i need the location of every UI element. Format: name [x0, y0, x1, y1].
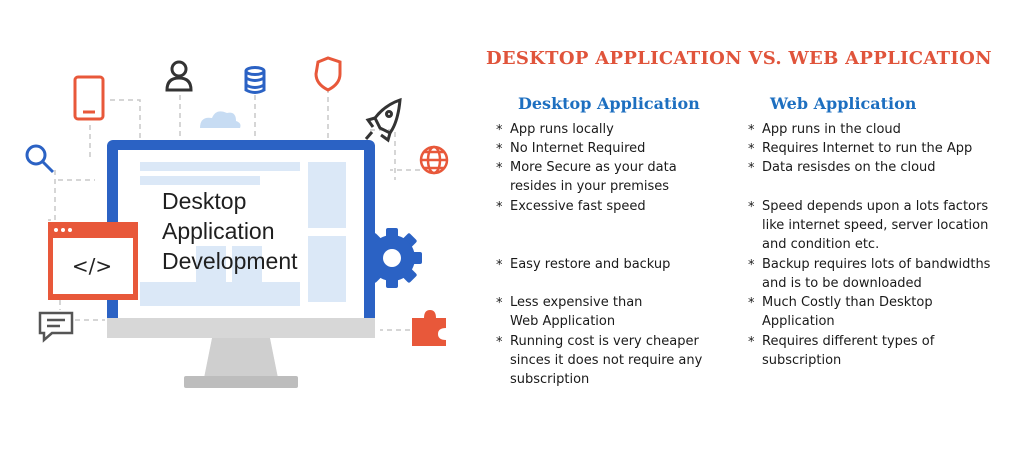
list-item-text: More Secure as your data resides in your…: [510, 160, 677, 194]
gear-icon: [362, 228, 422, 288]
bullet-icon: *: [748, 258, 755, 273]
list-item: * Running cost is very cheaper sinces it …: [496, 332, 711, 389]
globe-icon: [419, 145, 449, 175]
monitor-caption: Desktop Application Development: [162, 186, 362, 276]
list-item: * Less expensive than Web Application: [496, 293, 646, 331]
list-item-text: No Internet Required: [510, 141, 646, 156]
list-item-text: App runs locally: [510, 122, 614, 137]
bullet-icon: *: [748, 335, 755, 350]
list-item-text: App runs in the cloud: [762, 122, 901, 137]
illustration-graphic: </>: [25, 56, 449, 388]
bullet-icon: *: [748, 142, 755, 157]
web-column: Web Application * App runs in the cloud *…: [748, 94, 1018, 368]
list-item-text: Less expensive than Web Application: [510, 295, 643, 329]
list-item: * Speed depends upon a lots factors like …: [748, 197, 1010, 254]
bullet-icon: *: [496, 296, 503, 311]
phone-icon: [73, 75, 105, 121]
chat-icon: [38, 311, 74, 343]
connector-lines: [48, 88, 420, 331]
bullet-icon: *: [748, 200, 755, 215]
page-title: DESKTOP APPLICATION VS. WEB APPLICATION: [486, 48, 992, 69]
list-item: * Data resisdes on the cloud: [748, 158, 936, 177]
list-item: * More Secure as your data resides in you…: [496, 158, 696, 196]
bullet-icon: *: [496, 142, 503, 157]
list-item-text: Requires Internet to run the App: [762, 141, 973, 156]
code-window-icon: </>: [48, 222, 138, 300]
list-item-text: Excessive fast speed: [510, 199, 646, 214]
web-column-header: Web Application: [770, 94, 917, 113]
shield-icon: [314, 56, 342, 92]
desktop-column-header: Desktop Application: [518, 94, 700, 113]
list-item-text: Data resisdes on the cloud: [762, 160, 936, 175]
list-item-text: Requires different types of subscription: [762, 334, 935, 368]
list-item: * No Internet Required: [496, 139, 645, 158]
cloud-icon: [200, 111, 241, 128]
monitor-caption-line-3: Development: [162, 248, 298, 274]
bullet-icon: *: [748, 123, 755, 138]
rocket-icon: [364, 97, 402, 143]
search-icon: [25, 144, 55, 174]
monitor-caption-line-2: Application: [162, 218, 275, 244]
illustration: </> Desktop Application Development: [0, 0, 470, 450]
user-icon: [165, 60, 193, 92]
list-item-text: Running cost is very cheaper sinces it d…: [510, 334, 703, 387]
list-item: * Requires Internet to run the App: [748, 139, 972, 158]
bullet-icon: *: [496, 161, 503, 176]
list-item-text: Easy restore and backup: [510, 257, 671, 272]
bullet-icon: *: [496, 200, 503, 215]
list-item-text: Speed depends upon a lots factors like i…: [762, 199, 989, 252]
list-item: * App runs in the cloud: [748, 120, 901, 139]
bullet-icon: *: [496, 258, 503, 273]
puzzle-icon: [412, 310, 446, 346]
list-item: * Backup requires lots of bandwidths and …: [748, 255, 1010, 293]
bullet-icon: *: [496, 335, 503, 350]
database-icon: [244, 66, 266, 94]
list-item: * Easy restore and backup: [496, 255, 670, 274]
list-item: * Requires different types of subscriptio…: [748, 332, 948, 370]
list-item: * Excessive fast speed: [496, 197, 646, 216]
desktop-column: Desktop Application * App runs locally * N…: [496, 94, 736, 387]
monitor: [107, 140, 375, 388]
list-item: * Much Costly than Desktop Application: [748, 293, 948, 331]
bullet-icon: *: [748, 161, 755, 176]
code-window-text: </>: [72, 254, 112, 278]
bullet-icon: *: [748, 296, 755, 311]
list-item-text: Much Costly than Desktop Application: [762, 295, 933, 329]
list-item-text: Backup requires lots of bandwidths and i…: [762, 257, 991, 291]
list-item: * App runs locally: [496, 120, 614, 139]
bullet-icon: *: [496, 123, 503, 138]
monitor-caption-line-1: Desktop: [162, 188, 247, 214]
